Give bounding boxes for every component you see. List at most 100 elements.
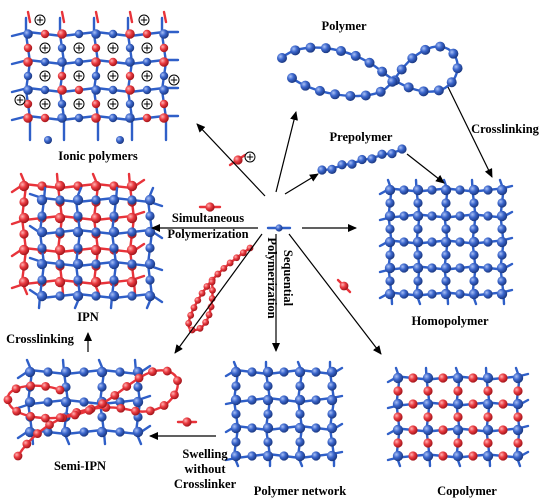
label-sequential-1: Sequential — [281, 250, 295, 307]
blue-bead — [385, 224, 395, 234]
blue-bead — [142, 57, 152, 67]
blue-bead — [377, 66, 388, 77]
arrow-to-prepolymer — [284, 173, 319, 195]
blue-bead — [144, 290, 156, 302]
blue-bead — [108, 194, 120, 206]
red-bead — [90, 244, 102, 256]
red-bead — [239, 249, 247, 257]
red-bead — [187, 311, 195, 319]
blue-bead — [496, 210, 508, 222]
ionic-polymer-network — [10, 10, 180, 144]
blue-bead — [387, 76, 398, 87]
blue-bead — [427, 237, 437, 247]
blue-bead — [125, 99, 135, 109]
blue-bead — [262, 450, 274, 462]
red-bead — [116, 403, 126, 413]
blue-bead — [385, 198, 395, 208]
blue-bead — [482, 372, 494, 384]
blue-bead — [327, 381, 337, 391]
blue-bead — [413, 276, 423, 286]
blue-bead — [418, 86, 429, 97]
label-copolymer: Copolymer — [437, 484, 497, 498]
arrow-to-ionic — [196, 123, 266, 197]
red-bead — [408, 425, 418, 435]
blue-bead — [109, 243, 119, 253]
red-bead — [40, 413, 50, 423]
blue-bead — [452, 450, 464, 462]
blue-bead — [290, 45, 301, 56]
red-bead — [498, 425, 508, 435]
red-bead — [57, 85, 67, 95]
red-bead — [438, 373, 448, 383]
blue-bead — [482, 424, 494, 436]
blue-bead — [387, 149, 397, 159]
blue-bead — [230, 394, 242, 406]
blue-bead — [412, 236, 424, 248]
blue-bead — [399, 237, 409, 247]
red-bead — [23, 57, 33, 67]
red-bead — [70, 410, 80, 420]
red-bead — [438, 399, 448, 409]
ipn-network — [10, 172, 164, 310]
red-bead — [468, 425, 478, 435]
blue-bead — [40, 57, 50, 67]
chain-segment — [128, 10, 134, 24]
arrow-crosslinking-right — [447, 86, 493, 178]
red-bead — [26, 381, 36, 391]
blue-bead — [448, 48, 459, 59]
blue-bead — [455, 237, 465, 247]
blue-bead — [115, 427, 125, 437]
monomer-icons — [176, 151, 352, 427]
monomer-center — [266, 224, 292, 232]
blue-bead — [40, 85, 50, 95]
red-bead — [91, 43, 101, 53]
red-bead — [208, 278, 216, 286]
blue-bead — [452, 398, 464, 410]
red-bead — [91, 57, 101, 67]
blue-bead — [57, 43, 67, 53]
blue-bead — [295, 437, 305, 447]
blue-bead — [364, 57, 375, 68]
homopolymer-network — [378, 178, 514, 306]
arrow-prepolymer-to-homo — [406, 153, 445, 184]
red-bead — [194, 296, 202, 304]
red-bead — [468, 399, 478, 409]
blue-bead — [396, 64, 407, 75]
red-bead — [126, 212, 138, 224]
blue-bead — [231, 381, 241, 391]
blue-bead — [159, 71, 169, 81]
blue-bead — [73, 243, 83, 253]
blue-bead — [320, 43, 331, 54]
charge-icon — [14, 94, 26, 106]
blue-bead — [336, 46, 347, 57]
blue-bead — [97, 412, 107, 422]
red-bead — [513, 438, 523, 448]
red-bead — [19, 261, 29, 271]
label-crosslinking-left: Crosslinking — [6, 332, 75, 346]
blue-bead — [55, 291, 65, 301]
blue-bead — [73, 211, 83, 221]
red-bead — [408, 451, 418, 461]
blue-bead — [305, 42, 316, 53]
blue-bead — [57, 99, 67, 109]
blue-bead — [482, 450, 494, 462]
blue-bead — [91, 195, 101, 205]
red-bead — [209, 286, 216, 294]
label-swelling-1: Swelling — [182, 447, 228, 461]
red-bead — [98, 399, 107, 409]
blue-bead — [469, 276, 479, 286]
red-bead — [54, 180, 66, 192]
blue-bead — [127, 259, 137, 269]
blue-bead — [37, 275, 47, 285]
blue-bead — [294, 422, 306, 434]
blue-bead — [326, 366, 338, 378]
blue-bead — [441, 198, 451, 208]
arrows — [84, 86, 493, 440]
blue-bead — [43, 397, 53, 407]
blue-bead — [469, 198, 479, 208]
blue-bead — [375, 86, 386, 97]
red-bead — [18, 276, 30, 288]
chain-segment — [94, 10, 100, 24]
blue-bead — [314, 85, 325, 96]
blue-bead — [427, 185, 437, 195]
